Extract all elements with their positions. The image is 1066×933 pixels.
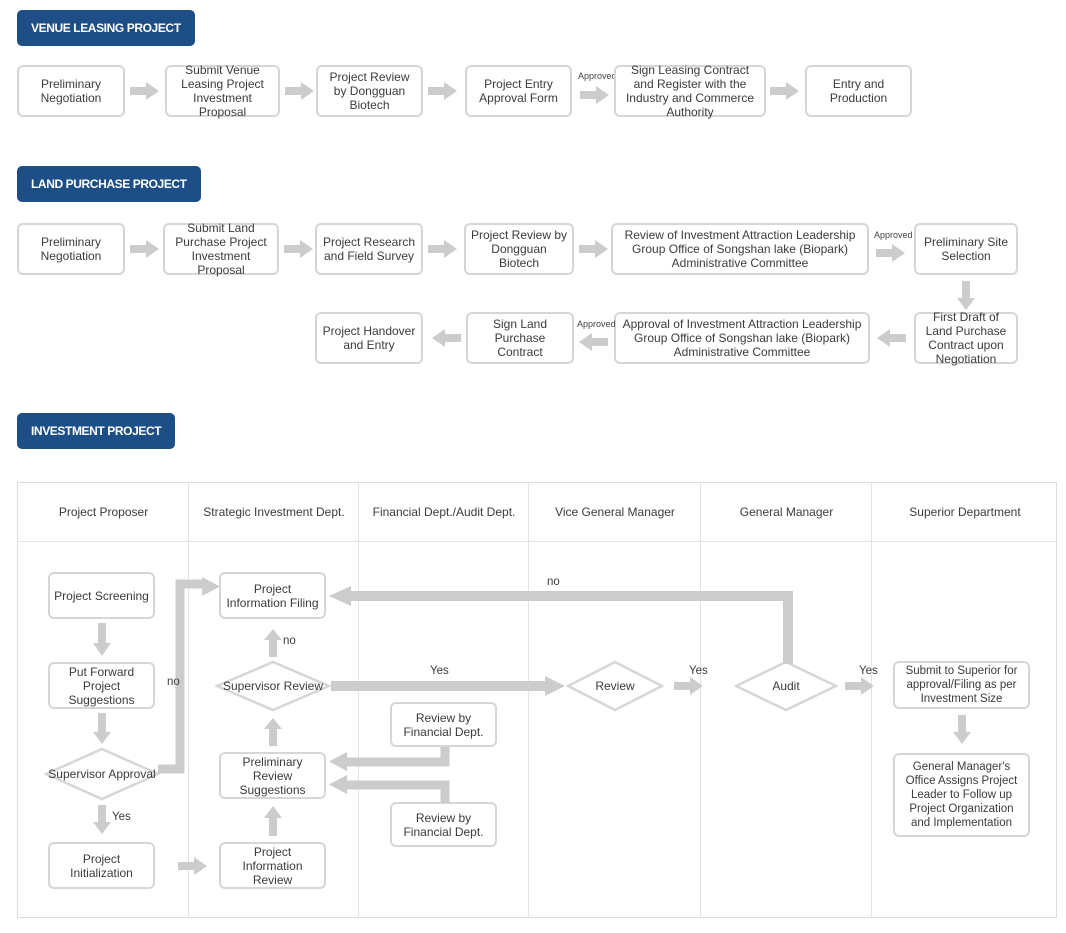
arrow-down-icon bbox=[93, 623, 111, 657]
edge-label-yes-review: Yes bbox=[430, 665, 449, 677]
lane-column-financial-audit bbox=[359, 483, 529, 917]
node-land-submit-proposal: Submit Land Purchase Project Investment … bbox=[163, 221, 279, 277]
edge-label-yes-approval: Yes bbox=[112, 811, 131, 823]
lane-header-strategic-investment: Strategic Investment Dept. bbox=[203, 505, 345, 519]
lane-column-strategic-investment bbox=[189, 483, 359, 917]
node-project-initialization: Project Initialization bbox=[48, 842, 155, 889]
arrow-no-audit-feedback bbox=[325, 586, 795, 668]
node-venue-project-review: Project Review by Dongguan Biotech bbox=[316, 65, 423, 117]
edge-label-no-filing: no bbox=[283, 635, 296, 647]
arrow-left-icon bbox=[431, 329, 461, 347]
node-land-project-review: Project Review by Dongguan Biotech bbox=[464, 223, 574, 275]
edge-label-approved: Approved bbox=[577, 319, 616, 329]
node-submit-to-superior: Submit to Superior for approval/Filing a… bbox=[893, 661, 1030, 709]
node-land-preliminary-negotiation: Preliminary Negotiation bbox=[17, 223, 125, 275]
lane-column-vice-general-manager bbox=[529, 483, 701, 917]
node-land-review-leadership-group: Review of Investment Attraction Leadersh… bbox=[611, 223, 869, 275]
arrow-up-icon bbox=[264, 718, 282, 746]
arrow-down-icon bbox=[93, 805, 111, 835]
node-venue-entry-approval-form: Project Entry Approval Form bbox=[465, 65, 572, 117]
arrow-financial-feedback-2 bbox=[327, 775, 452, 803]
node-venue-preliminary-negotiation: Preliminary Negotiation bbox=[17, 65, 125, 117]
arrow-yes-supervisor-to-review bbox=[331, 676, 566, 696]
node-supervisor-approval: Supervisor Approval bbox=[44, 747, 160, 801]
arrow-right-icon bbox=[285, 82, 315, 100]
arrow-right-icon bbox=[845, 677, 875, 695]
edge-label-no-left: no bbox=[167, 676, 180, 688]
node-venue-entry-production: Entry and Production bbox=[805, 65, 912, 117]
lane-column-general-manager bbox=[701, 483, 872, 917]
node-land-first-draft-contract: First Draft of Land Purchase Contract up… bbox=[914, 310, 1018, 366]
node-review-by-financial-dept-1: Review by Financial Dept. bbox=[390, 702, 497, 747]
node-land-approval-leadership-group: Approval of Investment Attraction Leader… bbox=[614, 312, 870, 364]
arrow-right-icon bbox=[770, 82, 800, 100]
arrow-right-icon bbox=[579, 240, 609, 258]
arrow-up-icon bbox=[264, 806, 282, 836]
arrow-left-icon bbox=[876, 329, 906, 347]
lane-header-vice-general-manager: Vice General Manager bbox=[555, 505, 675, 519]
node-preliminary-review-suggestions: Preliminary Review Suggestions bbox=[219, 752, 326, 799]
node-gm-office-assigns: General Manager's Office Assigns Project… bbox=[893, 753, 1030, 837]
node-project-information-review: Project Information Review bbox=[219, 842, 326, 889]
arrow-right-icon bbox=[876, 244, 906, 262]
arrow-right-icon bbox=[580, 86, 610, 104]
edge-label-no-audit: no bbox=[547, 576, 560, 588]
lane-column-project-proposer bbox=[18, 483, 189, 917]
arrow-right-icon bbox=[130, 82, 160, 100]
arrow-right-icon bbox=[428, 82, 458, 100]
node-land-research-field-survey: Project Research and Field Survey bbox=[315, 223, 423, 275]
node-supervisor-review: Supervisor Review bbox=[215, 660, 331, 712]
node-land-handover-entry: Project Handover and Entry bbox=[315, 312, 423, 364]
arrow-down-icon bbox=[957, 281, 975, 311]
node-project-information-filing: Project Information Filing bbox=[219, 572, 326, 619]
arrow-no-loop-left-path bbox=[158, 577, 228, 782]
section-badge-investment: INVESTMENT PROJECT bbox=[17, 413, 176, 449]
arrow-right-icon bbox=[428, 240, 458, 258]
arrow-financial-feedback-1 bbox=[327, 747, 452, 772]
edge-label-approved: Approved bbox=[578, 71, 617, 81]
section-badge-land-purchase: LAND PURCHASE PROJECT bbox=[17, 166, 201, 202]
node-land-preliminary-site-selection: Preliminary Site Selection bbox=[914, 223, 1018, 275]
arrow-right-icon bbox=[284, 240, 314, 258]
edge-label-approved: Approved bbox=[874, 230, 913, 240]
lane-header-general-manager: General Manager bbox=[739, 505, 834, 519]
arrow-right-icon bbox=[130, 240, 160, 258]
arrow-right-icon bbox=[178, 857, 208, 875]
node-project-screening: Project Screening bbox=[48, 572, 155, 619]
arrow-down-icon bbox=[953, 715, 971, 745]
section-badge-venue-leasing: VENUE LEASING PROJECT bbox=[17, 10, 195, 46]
arrow-up-icon bbox=[264, 629, 282, 657]
swimlane-table: Project Proposer Strategic Investment De… bbox=[17, 482, 1057, 918]
arrow-down-icon bbox=[93, 713, 111, 745]
edge-label-yes-superior: Yes bbox=[859, 665, 878, 677]
node-venue-submit-proposal: Submit Venue Leasing Project Investment … bbox=[165, 63, 280, 119]
lane-header-project-proposer: Project Proposer bbox=[58, 505, 149, 519]
node-venue-sign-leasing-contract: Sign Leasing Contract and Register with … bbox=[614, 63, 766, 119]
node-put-forward-suggestions: Put Forward Project Suggestions bbox=[48, 662, 155, 709]
arrow-right-icon bbox=[674, 677, 704, 695]
edge-label-yes-audit: Yes bbox=[689, 665, 708, 677]
node-review-by-financial-dept-2: Review by Financial Dept. bbox=[390, 802, 497, 847]
node-land-sign-purchase-contract: Sign Land Purchase Contract bbox=[466, 312, 574, 364]
lane-header-financial-audit: Financial Dept./Audit Dept. bbox=[372, 505, 516, 519]
lane-header-superior-department: Superior Department bbox=[909, 505, 1021, 519]
lane-header-divider bbox=[18, 541, 1056, 542]
arrow-left-icon bbox=[578, 333, 608, 351]
